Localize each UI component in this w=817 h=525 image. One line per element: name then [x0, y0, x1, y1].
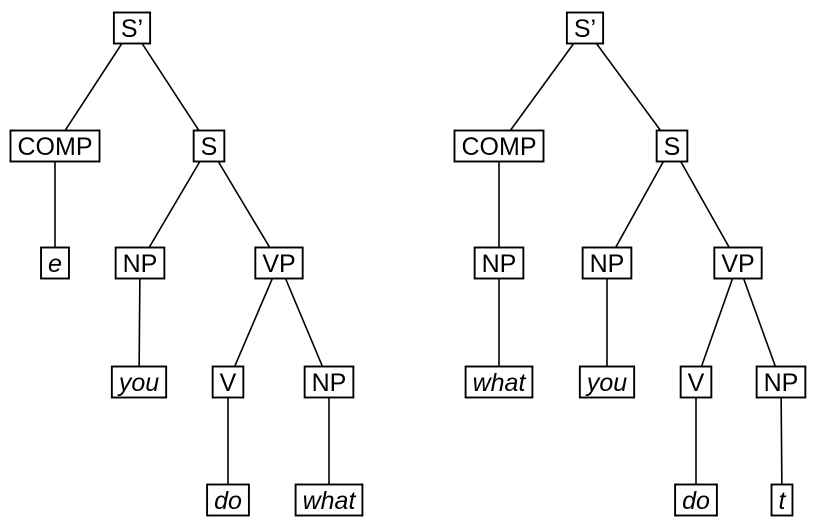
left-tree-node-comp: COMP — [9, 129, 101, 163]
left-tree-node-s: S — [192, 129, 226, 163]
right-tree-node-np-obj: NP — [755, 365, 807, 399]
node-label-v: V — [688, 369, 705, 397]
edge-s-np-subj — [606, 145, 673, 264]
right-tree: S’ COMP S NP NP VP what you V NP do t — [453, 11, 807, 517]
right-tree-node-np-subj: NP — [581, 246, 633, 280]
left-tree-node-np-subj: NP — [114, 246, 166, 280]
left-tree-node-np-obj: NP — [303, 365, 355, 399]
node-label-np-subj: NP — [123, 250, 158, 278]
edge-s-bar-comp — [54, 27, 133, 147]
node-box-v — [211, 365, 245, 399]
left-tree-node-you: you — [110, 365, 168, 399]
right-tree-node-t: t — [770, 483, 794, 517]
right-tree-node-vp: VP — [713, 246, 763, 280]
left-tree-node-s-bar: S’ — [112, 11, 152, 45]
left-tree-node-vp: VP — [254, 246, 304, 280]
node-label-do: do — [214, 487, 242, 515]
node-box-v — [679, 365, 713, 399]
right-tree-node-s-bar: S’ — [565, 11, 605, 45]
node-label-you: you — [117, 369, 159, 397]
node-box-what — [294, 483, 364, 517]
node-label-vp: VP — [721, 250, 754, 278]
node-box-comp — [453, 129, 545, 163]
left-tree-node-do: do — [206, 483, 250, 517]
edge-s-bar-s — [131, 27, 210, 147]
node-box-np-obj — [303, 365, 355, 399]
node-label-what: what — [303, 487, 357, 515]
right-tree-node-s: S — [655, 129, 689, 163]
edge-np-subj-you — [138, 262, 141, 383]
node-box-np-obj — [755, 365, 807, 399]
node-box-s — [655, 129, 689, 163]
right-tree-nodes: S’ COMP S NP NP VP what you V NP do t — [453, 11, 807, 517]
edge-vp-v — [227, 262, 280, 383]
node-label-e: e — [48, 250, 62, 278]
node-label-t: t — [779, 487, 787, 515]
right-tree-node-comp: COMP — [453, 129, 545, 163]
node-label-vp: VP — [262, 250, 295, 278]
node-label-v: V — [220, 369, 237, 397]
left-tree-node-v: V — [211, 365, 245, 399]
right-tree-node-you: you — [578, 365, 636, 399]
left-tree-node-e: e — [40, 246, 70, 280]
node-label-s: S — [664, 133, 681, 161]
right-tree-node-do: do — [674, 483, 718, 517]
node-box-np-subj — [114, 246, 166, 280]
node-box-you — [110, 365, 168, 399]
node-box-what — [464, 365, 534, 399]
node-label-s-bar: S’ — [574, 15, 596, 43]
edge-vp-np-obj — [278, 262, 330, 383]
node-box-np-subj — [581, 246, 633, 280]
left-tree-node-what: what — [294, 483, 364, 517]
node-label-np-wh: NP — [482, 250, 517, 278]
node-box-do — [206, 483, 250, 517]
node-label-comp: COMP — [462, 133, 537, 161]
node-box-t — [770, 483, 794, 517]
node-box-e — [40, 246, 70, 280]
node-box-you — [578, 365, 636, 399]
node-box-comp — [9, 129, 101, 163]
left-tree-edges — [54, 27, 330, 500]
node-box-vp — [713, 246, 763, 280]
edge-s-vp — [208, 145, 280, 264]
edge-s-vp — [671, 145, 739, 264]
node-label-what: what — [473, 369, 527, 397]
node-label-do: do — [682, 487, 710, 515]
right-tree-edges — [498, 27, 783, 501]
node-label-you: you — [585, 369, 627, 397]
node-label-np-subj: NP — [590, 250, 625, 278]
edge-np-obj-t — [780, 381, 783, 501]
edge-s-bar-s — [584, 27, 673, 147]
node-box-np-wh — [473, 246, 525, 280]
right-tree-node-np-wh: NP — [473, 246, 525, 280]
node-label-comp: COMP — [18, 133, 93, 161]
edge-vp-v — [695, 262, 739, 383]
right-tree-node-v: V — [679, 365, 713, 399]
node-box-do — [674, 483, 718, 517]
node-label-s-bar: S’ — [121, 15, 143, 43]
node-box-s-bar — [565, 11, 605, 45]
node-box-s — [192, 129, 226, 163]
edge-vp-np-obj — [737, 262, 782, 383]
node-label-np-obj: NP — [764, 369, 799, 397]
node-box-vp — [254, 246, 304, 280]
edge-s-np-subj — [139, 145, 210, 264]
node-label-s: S — [201, 133, 218, 161]
node-box-s-bar — [112, 11, 152, 45]
edge-s-bar-comp — [498, 27, 586, 147]
right-tree-node-what: what — [464, 365, 534, 399]
node-label-np-obj: NP — [312, 369, 347, 397]
